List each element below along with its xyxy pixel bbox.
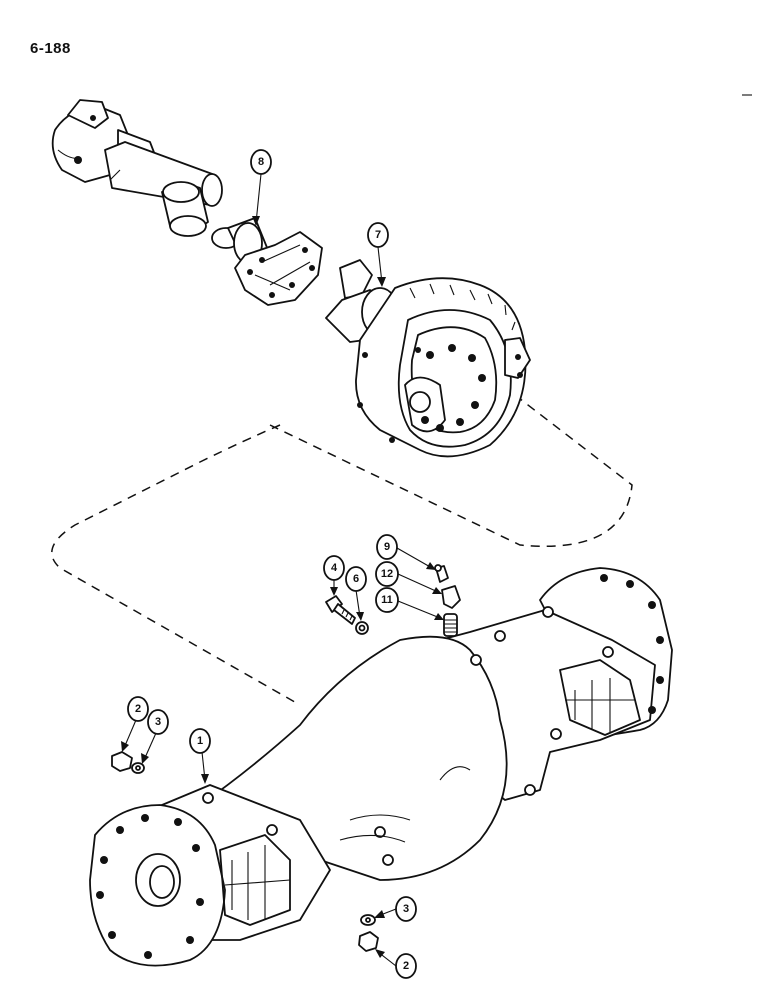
nut xyxy=(355,621,369,635)
callout-6: 6 xyxy=(345,566,367,592)
callout-12: 12 xyxy=(375,561,399,587)
callout-label: 3 xyxy=(403,903,409,915)
callout-label: 12 xyxy=(381,568,393,580)
callout-label: 7 xyxy=(375,229,381,241)
callout-label: 9 xyxy=(384,541,390,553)
grease-fitting xyxy=(434,564,449,583)
callout-1: 1 xyxy=(189,728,211,754)
callout-9: 9 xyxy=(376,534,398,560)
callout-label: 6 xyxy=(353,573,359,585)
callout-label: 4 xyxy=(331,562,338,574)
bolt xyxy=(325,595,356,625)
drive-shaft xyxy=(51,99,223,237)
callout-label: 1 xyxy=(197,735,203,747)
coupling-yoke xyxy=(211,217,323,306)
callout-11: 11 xyxy=(375,587,399,613)
nut xyxy=(111,751,379,952)
callout-2: 2 xyxy=(127,696,149,722)
page-number: 6-188 xyxy=(30,40,71,57)
axle-housing xyxy=(89,567,673,967)
assembly-dashed-outline xyxy=(51,394,633,706)
callout-label: 2 xyxy=(135,703,141,715)
callout-3: 3 xyxy=(395,896,417,922)
callout-2: 2 xyxy=(395,953,417,979)
callout-8: 8 xyxy=(250,149,272,175)
callout-label: 2 xyxy=(403,960,409,972)
leader-lines xyxy=(121,173,444,967)
washer xyxy=(131,762,376,926)
elbow-fitting xyxy=(441,585,461,609)
callout-label: 8 xyxy=(258,156,264,168)
callout-label: 11 xyxy=(381,594,393,606)
callout-7: 7 xyxy=(367,222,389,248)
breather xyxy=(443,613,458,637)
differential-assembly xyxy=(325,259,531,458)
callout-3: 3 xyxy=(147,709,169,735)
callout-4: 4 xyxy=(323,555,345,581)
callout-label: 3 xyxy=(155,716,161,728)
